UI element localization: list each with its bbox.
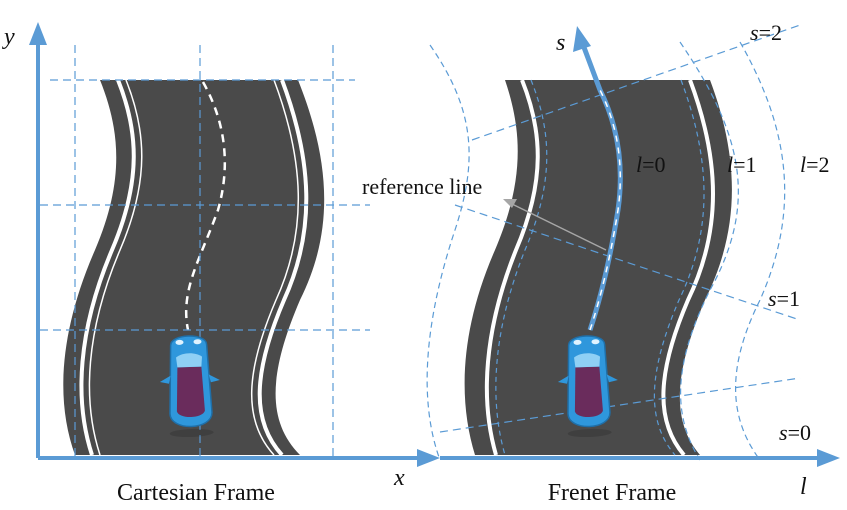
frenet-s-axis-label: s bbox=[556, 30, 565, 56]
frenet-caption: Frenet Frame bbox=[548, 480, 677, 506]
cartesian-y-axis-label: y bbox=[2, 24, 15, 50]
cartesian-panel: y x Cartesian Frame bbox=[2, 22, 440, 506]
frenet-s-axis-arrowhead bbox=[573, 26, 591, 52]
frenet-lane-line-left-inner bbox=[495, 79, 548, 456]
frenet-l-axis-label: l bbox=[800, 474, 807, 500]
s0-label: s=0 bbox=[779, 420, 811, 445]
l1-label: l=1 bbox=[727, 152, 757, 177]
cartesian-x-axis-label: x bbox=[393, 465, 405, 491]
frenet-s-axis-dashes bbox=[589, 89, 621, 331]
frenet-panel: s l reference line l=0 l=1 l=2 s=0 s=1 s… bbox=[362, 20, 840, 506]
frenet-l-axis bbox=[440, 449, 840, 467]
reference-line-label: reference line bbox=[362, 174, 482, 199]
cartesian-lane-line-right-inner bbox=[251, 79, 299, 456]
reference-line-pointer-arrowhead bbox=[503, 199, 517, 208]
frenet-offset-curve-left bbox=[426, 44, 470, 461]
s2-label: s=2 bbox=[750, 20, 782, 45]
l0-label: l=0 bbox=[636, 152, 666, 177]
cartesian-lane-line-left-inner bbox=[88, 79, 143, 456]
cartesian-caption: Cartesian Frame bbox=[117, 480, 275, 506]
frenet-road bbox=[464, 80, 732, 455]
s1-label: s=1 bbox=[768, 286, 800, 311]
cartesian-axes bbox=[29, 22, 440, 467]
cartesian-road bbox=[63, 80, 325, 455]
frenet-offset-curve-l2 bbox=[735, 41, 786, 461]
reference-line-pointer bbox=[511, 203, 607, 251]
cartesian-lane-line-left bbox=[79, 79, 136, 456]
l2-label: l=2 bbox=[800, 152, 830, 177]
frenet-s-lines bbox=[439, 24, 801, 433]
cartesian-trajectory bbox=[184, 81, 227, 331]
frenet-offset-curve-l1 bbox=[679, 41, 739, 461]
cartesian-lane-line-right bbox=[257, 79, 309, 457]
frenet-lane-line-right-inner bbox=[653, 79, 705, 456]
frenet-lane-line-left bbox=[484, 79, 540, 456]
frenet-lane-line-right bbox=[661, 79, 715, 457]
